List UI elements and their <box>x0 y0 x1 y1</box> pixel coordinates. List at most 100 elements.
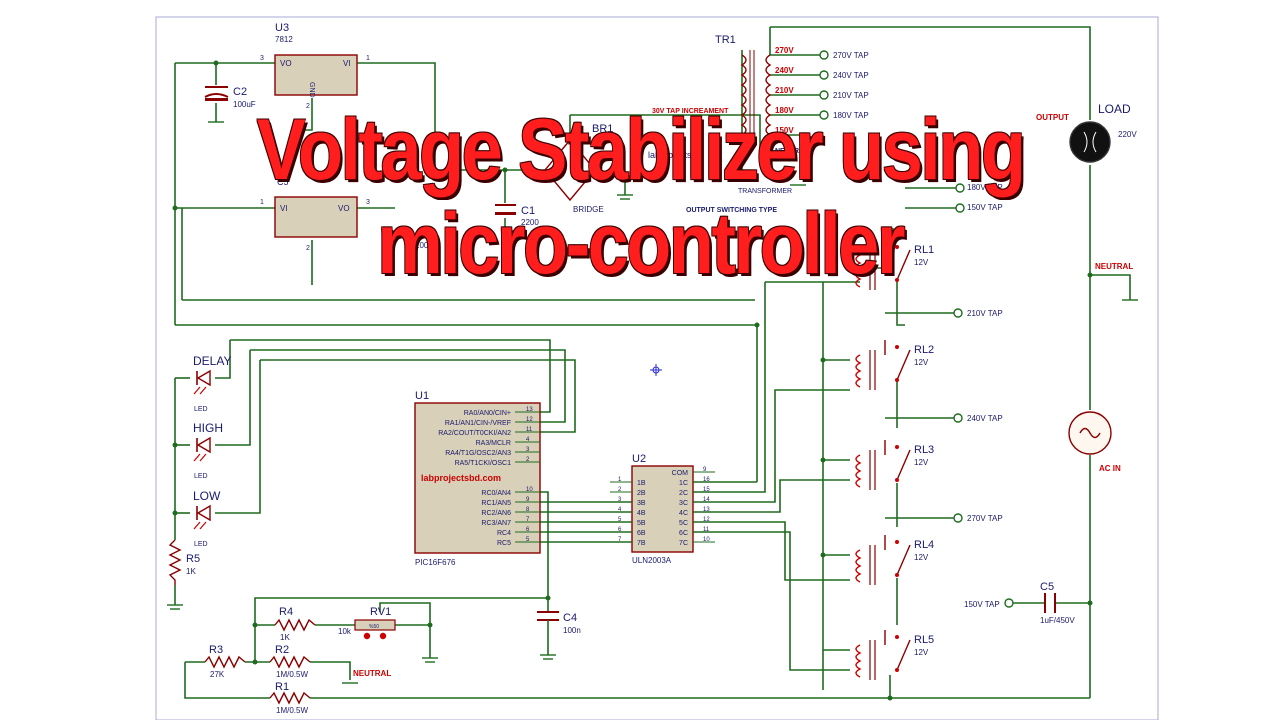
ac-in-label: AC IN <box>1099 464 1121 473</box>
capacitor-c1: C1 2200 <box>495 204 539 227</box>
regulator-u3: U3 7812 VO VI GND 3 1 2 <box>260 22 370 110</box>
u3-pin3: 3 <box>260 55 264 62</box>
u1-ref: U1 <box>415 390 429 402</box>
u2-out-num: 15 <box>703 487 710 493</box>
c1-ref: C1 <box>521 205 535 217</box>
c4-value: 100n <box>563 626 581 635</box>
r3-value: 27K <box>210 670 225 679</box>
relay-value: 12V <box>914 358 929 367</box>
relay-value: 12V <box>914 553 929 562</box>
br1-ref: BR1 <box>592 123 613 135</box>
mcu-u1: U1 PIC16F676 labprojectsbd.com RA0/AN0/C… <box>414 390 541 567</box>
rv1-value: 10k <box>338 627 352 636</box>
u1-pin-name: RC0/AN4 <box>481 490 511 497</box>
led-ref: HIGH <box>193 421 223 435</box>
r5-value: 1K <box>186 567 196 576</box>
r1-ref: R1 <box>275 681 289 693</box>
u2-in-num: 3 <box>618 497 622 503</box>
u2-in-num: 6 <box>618 527 622 533</box>
u1-pin-name: RA4/T1G/OSC2/AN3 <box>445 450 511 457</box>
c5-tap-label: 150V TAP <box>964 600 1000 609</box>
tap-increment-label: 30V TAP INCREAMENT <box>652 108 729 115</box>
u3-ref: U3 <box>275 22 289 34</box>
led-type: LED <box>194 541 208 548</box>
tap-terminals <box>819 50 1014 608</box>
c1-value: 2200 <box>521 218 539 227</box>
r2-value: 1M/0.5W <box>276 670 308 679</box>
u2-out-pin: 4C <box>679 510 688 517</box>
cursor-crosshair-icon <box>650 364 662 376</box>
regulator-u4: VI VO 1 2 3 C5 <box>260 177 370 252</box>
tap-label-240: 240V TAP <box>833 71 869 80</box>
u4-pin-vi: VI <box>280 204 288 213</box>
relay-tap-240: 240V TAP <box>967 414 1003 423</box>
r4-value: 1K <box>280 633 290 642</box>
u1-pin-num: 5 <box>526 537 530 543</box>
junction-dots <box>172 60 1093 701</box>
led-type: LED <box>194 406 208 413</box>
u1-pin-name: RC1/AN5 <box>481 500 511 507</box>
switching-label: OUTPUT SWITCHING TYPE <box>686 207 777 214</box>
u3-pin2: 2 <box>306 103 310 110</box>
u2-out-pin: 7C <box>679 540 688 547</box>
capacitor-c4: C4 100n <box>537 611 581 635</box>
u2-out-num: 9 <box>703 467 707 473</box>
potentiometer-rv1: %50 RV1 10k <box>338 606 396 640</box>
led-ref: DELAY <box>193 354 231 368</box>
u1-pin-name: RC2/AN6 <box>481 510 511 517</box>
tr-neutral: NEUTR <box>775 148 799 155</box>
c2-ref: C2 <box>233 86 247 98</box>
u3-value: 7812 <box>275 35 293 44</box>
title-line-1: Voltage Stabilizer using <box>256 102 1026 198</box>
site-partial: labprojects <box>648 150 692 160</box>
tap-label-180: 180V TAP <box>833 111 869 120</box>
u2-ref: U2 <box>632 453 646 465</box>
u2-out-num: 14 <box>703 497 710 503</box>
tr1-ref: TR1 <box>715 34 736 46</box>
br1-label: BRIDGE <box>573 205 604 214</box>
u2-out-pin: 6C <box>679 530 688 537</box>
tap-210: 210V <box>775 86 794 95</box>
relay-ref: RL4 <box>914 539 934 551</box>
resistor-r5: R5 1K <box>168 539 200 585</box>
capacitor-c5: C5 1uF/450V 150V TAP <box>964 581 1075 625</box>
rv1-ref: RV1 <box>370 606 391 618</box>
load-ref: LOAD <box>1098 102 1131 116</box>
c2-value: 100uF <box>233 100 256 109</box>
u1-pin-num: 11 <box>526 427 533 433</box>
u1-pin-num: 13 <box>526 407 533 413</box>
c4-ref: C4 <box>563 612 577 624</box>
load-value: 220V <box>1118 130 1137 139</box>
u1-pin-name: RA3/MCLR <box>476 440 511 447</box>
u2-in-pin: 7B <box>637 540 646 547</box>
neutral-bottom-label: NEUTRAL <box>353 669 391 678</box>
u3-pin-vi: VI <box>343 59 351 68</box>
u1-pin-num: 3 <box>526 447 530 453</box>
u4-pin-vo: VO <box>338 204 350 213</box>
relay-tap-270: 270V TAP <box>967 514 1003 523</box>
u1-pin-num: 7 <box>526 517 530 523</box>
u2-out-num: 10 <box>703 537 710 543</box>
ac-source: AC IN <box>1068 411 1121 473</box>
title-line-2: micro-controller <box>377 196 905 292</box>
relay-ref: RL2 <box>914 344 934 356</box>
tap-label-210: 210V TAP <box>833 91 869 100</box>
u2-in-pin: 3B <box>637 500 646 507</box>
u2-in-num: 4 <box>618 507 622 513</box>
led-delay: DELAY LED <box>193 354 231 413</box>
c5-value: 1uF/450V <box>1040 616 1075 625</box>
u1-pin-name: RC5 <box>497 540 511 547</box>
u1-pin-name: RA0/AN0/CIN+ <box>464 410 511 417</box>
u1-part: PIC16F676 <box>415 558 456 567</box>
u2-in-pin: 5B <box>637 520 646 527</box>
u2-out-pin: 2C <box>679 490 688 497</box>
tap-150: 150V <box>775 126 794 135</box>
u1-pin-name: RC4 <box>497 530 511 537</box>
u4-pin1: 1 <box>260 199 264 206</box>
